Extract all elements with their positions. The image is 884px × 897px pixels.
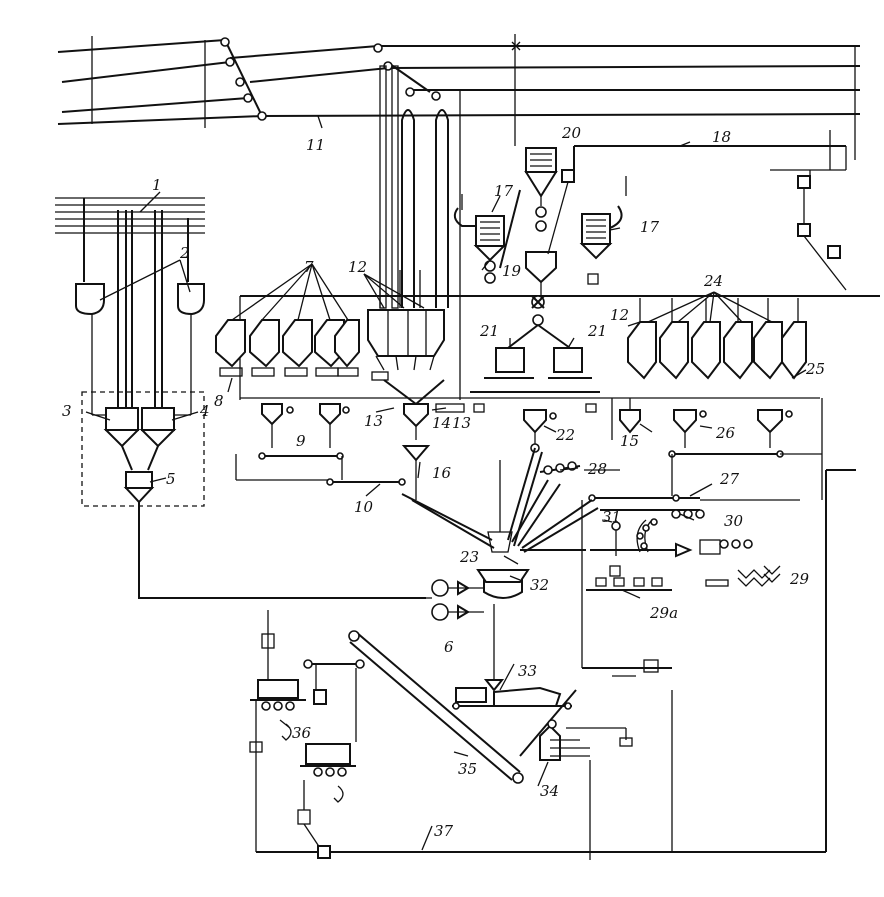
label-33: 33 xyxy=(518,662,537,680)
filter-section xyxy=(453,145,847,349)
mixer-section xyxy=(401,447,599,692)
bin-row-left xyxy=(215,263,880,486)
label-22: 22 xyxy=(555,426,575,444)
label-29a: 29a xyxy=(649,604,678,622)
callout-labels: 1 2 3 4 5 6 7 8 9 10 11 12 12 13 13 14 1… xyxy=(62,124,825,840)
label-35: 35 xyxy=(458,760,477,778)
lower-section xyxy=(249,469,856,860)
label-3: 3 xyxy=(62,402,72,420)
label-17b: 17 xyxy=(640,218,660,236)
label-13: 13 xyxy=(364,412,383,430)
label-24: 24 xyxy=(703,272,723,290)
label-18: 18 xyxy=(712,128,731,146)
label-5: 5 xyxy=(166,470,176,488)
label-20: 20 xyxy=(561,124,582,142)
label-9: 9 xyxy=(296,432,306,450)
bins-21 xyxy=(435,347,600,453)
label-12b: 12 xyxy=(610,306,629,324)
label-21: 21 xyxy=(479,322,499,340)
label-17: 17 xyxy=(494,182,514,200)
label-11: 11 xyxy=(306,136,325,154)
label-16: 16 xyxy=(432,464,452,482)
label-32: 32 xyxy=(530,576,549,594)
label-31: 31 xyxy=(602,508,621,526)
label-23: 23 xyxy=(459,548,479,566)
label-13b: 13 xyxy=(452,414,471,432)
label-12: 12 xyxy=(348,258,367,276)
label-36: 36 xyxy=(292,724,312,742)
label-10: 10 xyxy=(354,498,374,516)
label-2: 2 xyxy=(179,244,190,262)
label-7: 7 xyxy=(304,258,314,276)
label-34: 34 xyxy=(540,782,559,800)
label-28: 28 xyxy=(587,460,607,478)
overhead-conveyors xyxy=(57,34,861,170)
label-21b: 21 xyxy=(587,322,607,340)
label-37: 37 xyxy=(434,822,454,840)
label-30: 30 xyxy=(724,512,744,530)
label-14: 14 xyxy=(432,414,451,432)
leader-lines xyxy=(85,115,807,851)
bin-row-right xyxy=(588,291,823,502)
label-15: 15 xyxy=(620,432,639,450)
left-silo-section xyxy=(55,197,426,599)
right-processing xyxy=(539,461,781,677)
label-6: 6 xyxy=(444,638,454,656)
label-8: 8 xyxy=(214,392,224,410)
bucket-elevators xyxy=(379,65,461,400)
silo-group-12 xyxy=(363,240,445,500)
label-29: 29 xyxy=(789,570,810,588)
label-1: 1 xyxy=(152,176,162,194)
label-25: 25 xyxy=(805,360,825,378)
label-26: 26 xyxy=(715,424,736,442)
label-19: 19 xyxy=(502,262,522,280)
label-27: 27 xyxy=(719,470,740,488)
label-4: 4 xyxy=(199,402,210,420)
